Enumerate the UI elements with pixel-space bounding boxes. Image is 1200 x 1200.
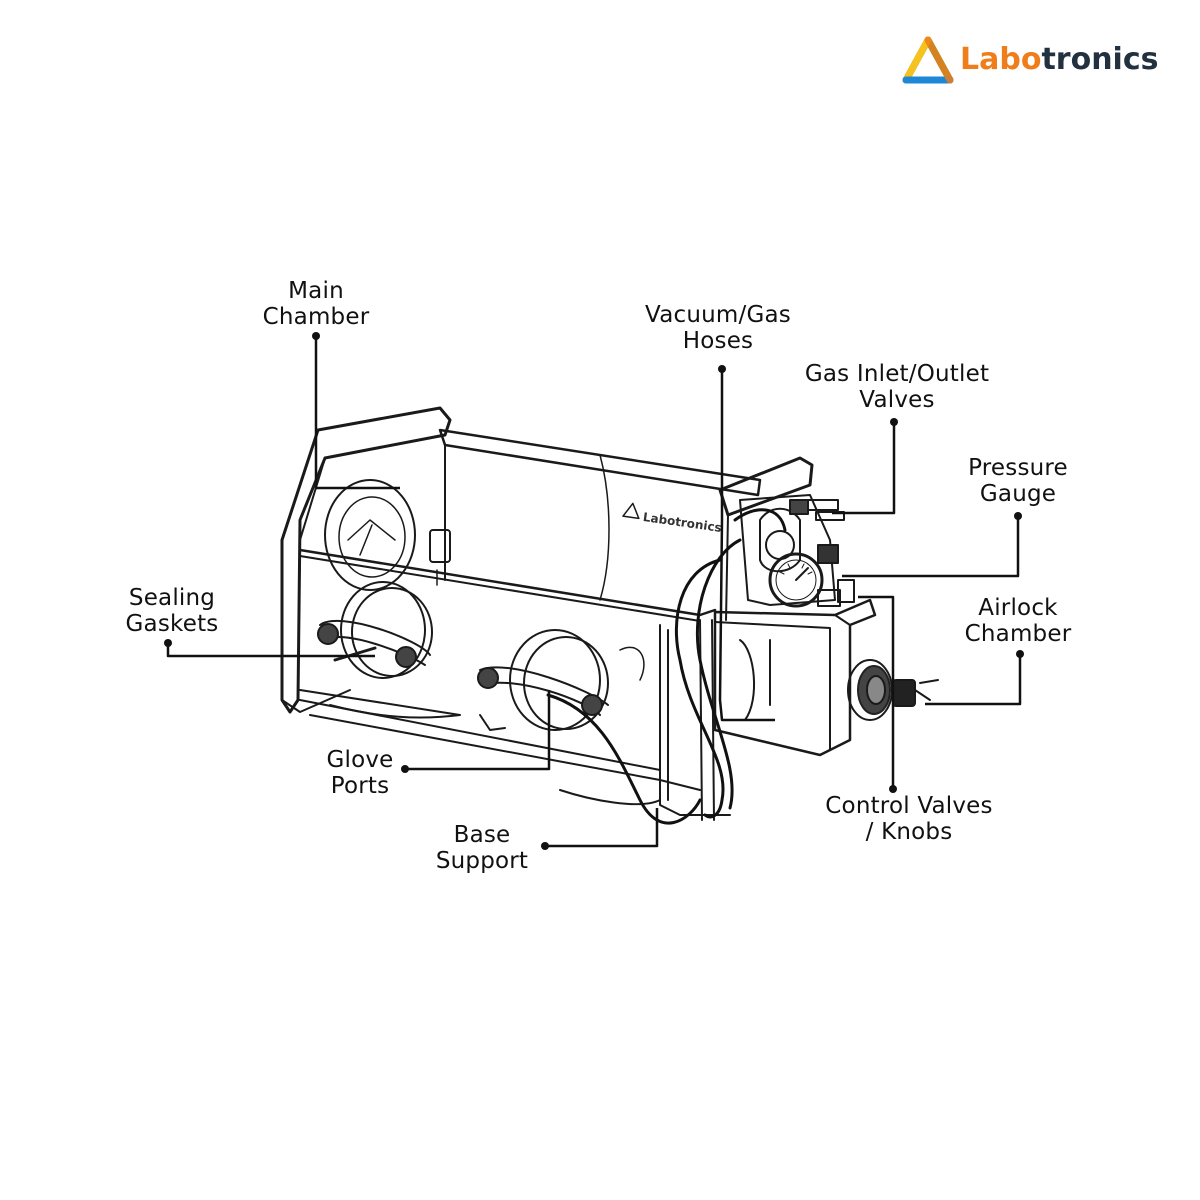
valve-manifold	[739, 494, 855, 607]
label-main-chamber-line2: Chamber	[262, 304, 370, 330]
label-airlock-chamber: Airlock Chamber	[928, 595, 1108, 647]
airlock-chamber	[713, 598, 939, 757]
brand-logo: Labotronics	[900, 34, 1160, 90]
label-pressure-gauge-line2: Gauge	[979, 481, 1057, 507]
glove-port-left	[317, 581, 433, 679]
right-end-frame	[718, 456, 814, 621]
brand-triangle-icon	[902, 36, 954, 84]
label-glove-ports-line1: Glove	[326, 747, 394, 773]
label-main-chamber: Main Chamber	[216, 278, 416, 330]
label-base-support-line1: Base	[453, 822, 511, 848]
brand-name-part1: Labo	[960, 42, 1042, 77]
label-gas-valves-line1: Gas Inlet/Outlet	[804, 361, 990, 387]
brand-name-part2: tronics	[1041, 42, 1159, 77]
label-control-valves-line1: Control Valves	[825, 793, 993, 819]
label-sealing-gaskets-line1: Sealing	[128, 585, 216, 611]
label-control-valves-knobs: Control Valves / Knobs	[789, 793, 1029, 845]
label-control-valves-line2: / Knobs	[865, 819, 953, 845]
label-airlock-chamber-line1: Airlock	[978, 595, 1058, 621]
chamber-engraving: Labotronics	[622, 502, 723, 535]
label-airlock-chamber-line2: Chamber	[964, 621, 1072, 647]
label-glove-ports: Glove Ports	[290, 747, 430, 799]
leader-lines	[166, 336, 1022, 848]
label-vacuum-gas-hoses-line1: Vacuum/Gas	[645, 302, 791, 328]
leader-dots	[164, 332, 1024, 850]
label-pressure-gauge-line1: Pressure	[968, 455, 1068, 481]
vacuum-gas-hoses	[546, 508, 787, 825]
label-gas-valves-line2: Valves	[859, 387, 935, 413]
label-main-chamber-line1: Main	[288, 278, 344, 304]
pressure-gauge-dial	[768, 552, 824, 608]
label-sealing-gaskets: Sealing Gaskets	[82, 585, 262, 637]
label-sealing-gaskets-line2: Gaskets	[125, 611, 219, 637]
device-engraving: Labotronics	[642, 510, 723, 535]
brand-wordmark: Labotronics	[960, 40, 1158, 80]
label-pressure-gauge: Pressure Gauge	[928, 455, 1108, 507]
label-vacuum-gas-hoses: Vacuum/Gas Hoses	[598, 302, 838, 354]
label-vacuum-gas-hoses-line2: Hoses	[682, 328, 754, 354]
glove-port-right	[477, 629, 609, 731]
label-base-support-line2: Support	[435, 848, 529, 874]
label-gas-inlet-outlet-valves: Gas Inlet/Outlet Valves	[767, 361, 1027, 413]
label-base-support: Base Support	[402, 822, 562, 874]
label-glove-ports-line2: Ports	[330, 773, 390, 799]
main-chamber-body	[298, 428, 762, 821]
